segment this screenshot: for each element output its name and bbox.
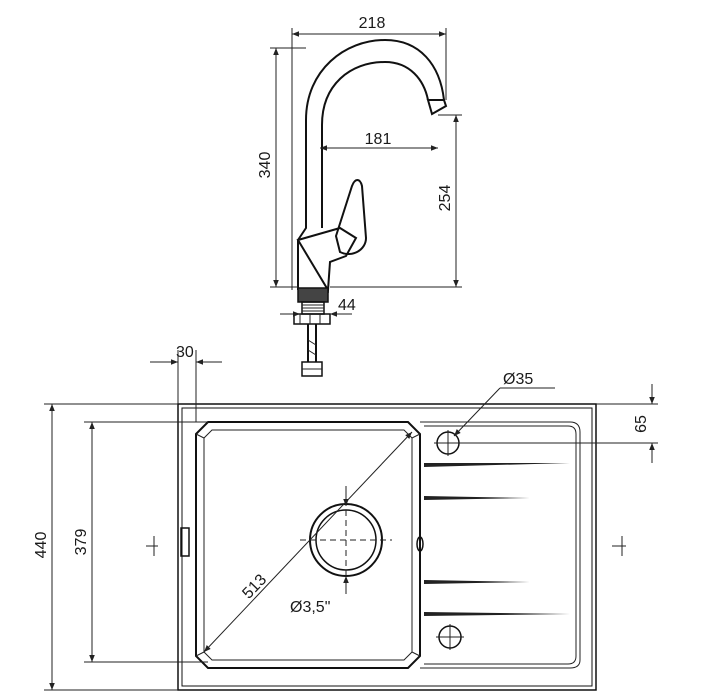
sink-drawing: 30 Ø35 65 440 379 513 Ø3,5" bbox=[33, 344, 658, 691]
dim-bowl-diagonal: 513 bbox=[239, 571, 270, 602]
sink-outer-rim bbox=[177, 403, 597, 691]
dim-faucet-reach: 181 bbox=[365, 131, 392, 148]
dim-tap-offset: 65 bbox=[633, 415, 650, 433]
faucet-base bbox=[297, 287, 329, 303]
faucet-hose bbox=[307, 324, 317, 362]
faucet-spout bbox=[297, 38, 445, 290]
dim-bowl-size: 379 bbox=[73, 529, 90, 556]
dim-faucet-base: 44 bbox=[338, 297, 356, 314]
dim-drain-size: Ø3,5" bbox=[290, 599, 330, 616]
drainboard-groove bbox=[424, 496, 530, 500]
sink-overflow-slot bbox=[180, 527, 190, 557]
faucet-body bbox=[296, 226, 358, 294]
drainboard-groove bbox=[424, 580, 530, 584]
dim-tap-hole: Ø35 bbox=[503, 371, 533, 388]
drainboard-groove bbox=[424, 463, 570, 467]
dim-faucet-spout-height: 254 bbox=[437, 185, 454, 212]
faucet-handle bbox=[334, 179, 368, 256]
sink-drainboard bbox=[420, 421, 581, 669]
dim-sink-edge: 30 bbox=[176, 344, 194, 361]
faucet-drawing: 218 340 181 254 44 bbox=[257, 15, 462, 377]
dim-sink-depth: 440 bbox=[33, 532, 50, 559]
dim-faucet-height: 340 bbox=[257, 152, 274, 179]
drainboard-groove bbox=[424, 612, 570, 616]
dim-faucet-width: 218 bbox=[359, 15, 386, 32]
section-marker-left bbox=[146, 536, 158, 556]
faucet-spout-tip bbox=[426, 99, 448, 116]
section-marker-right bbox=[612, 536, 626, 556]
